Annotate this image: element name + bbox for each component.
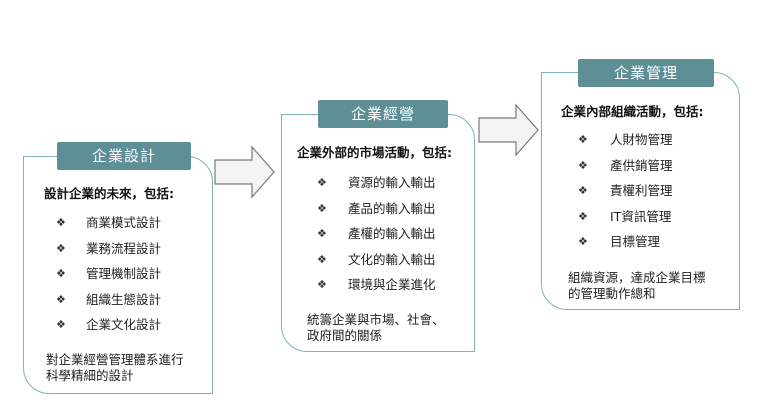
diamond-bullet-icon: ❖ <box>317 227 327 240</box>
diamond-bullet-icon: ❖ <box>578 235 588 248</box>
diamond-bullet-icon: ❖ <box>578 158 588 172</box>
stage-summary-operation: 統籌企業與市場、社會、 政府間的關係 <box>307 312 445 343</box>
arrow-right-icon <box>214 145 275 199</box>
diamond-bullet-icon: ❖ <box>578 133 588 146</box>
stage-heading-design: 設計企業的未來，包括: <box>44 186 174 201</box>
diamond-bullet-icon: ❖ <box>317 201 327 215</box>
diamond-bullet-icon: ❖ <box>317 278 327 291</box>
stage-card-management <box>541 72 740 310</box>
stage-summary-management: 組織資源，達成企業目標 的管理動作總和 <box>568 270 706 301</box>
diamond-bullet-icon: ❖ <box>578 184 588 197</box>
diamond-bullet-icon: ❖ <box>317 252 327 266</box>
stage-title-operation: 企業經營 <box>318 100 448 128</box>
stage-title-management: 企業管理 <box>578 59 714 87</box>
diamond-bullet-icon: ❖ <box>578 209 588 223</box>
stage-title-design: 企業設計 <box>57 142 191 170</box>
diamond-bullet-icon: ❖ <box>317 176 327 189</box>
diamond-bullet-icon: ❖ <box>56 216 66 229</box>
diamond-bullet-icon: ❖ <box>56 241 66 255</box>
stage-summary-design: 對企業經營管理體系進行 科學精細的設計 <box>46 352 184 383</box>
diamond-bullet-icon: ❖ <box>56 318 66 331</box>
stage-heading-operation: 企業外部的市場活動，包括: <box>297 145 452 160</box>
arrow-right-icon <box>478 103 539 157</box>
stage-heading-management: 企業內部組織活動，包括: <box>561 104 704 119</box>
diamond-bullet-icon: ❖ <box>56 267 66 280</box>
stage-card-design <box>23 156 213 394</box>
diamond-bullet-icon: ❖ <box>56 292 66 306</box>
